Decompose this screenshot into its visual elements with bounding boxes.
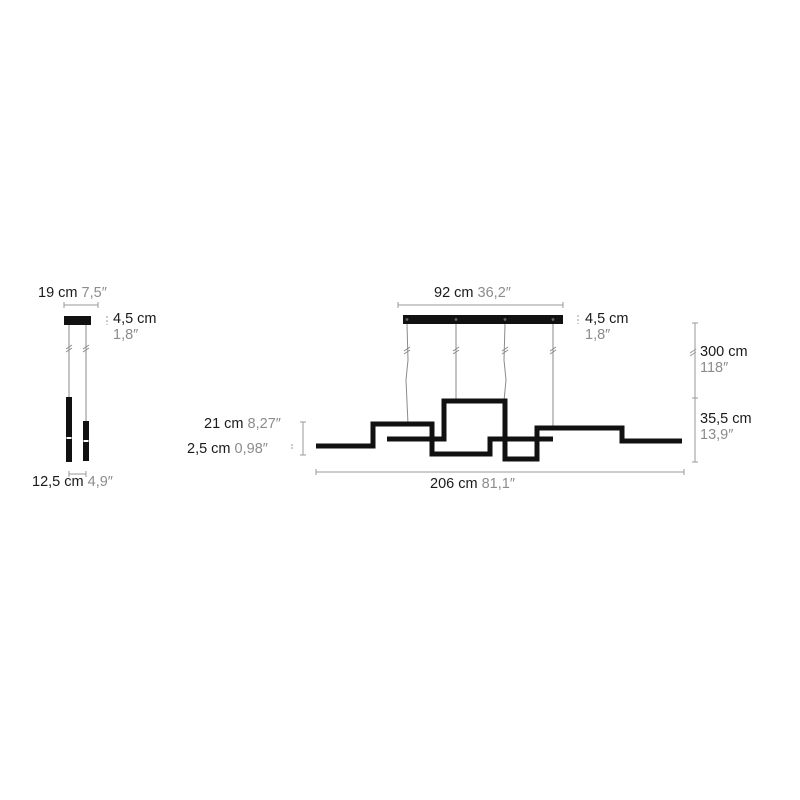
fixture-profiles xyxy=(316,398,682,462)
side-spacing-in: 4,9″ xyxy=(87,474,113,490)
canopy-screw-4 xyxy=(551,318,555,321)
side-spacing-cm: 12,5 cm xyxy=(32,474,84,490)
profile-thickness-cm: 2,5 cm xyxy=(187,441,231,457)
front-cable-break-4 xyxy=(549,346,557,355)
side-profile-long xyxy=(66,397,72,462)
front-canopy-height-in: 1,8″ xyxy=(585,327,611,343)
step-height-label: 21 cm 8,27″ xyxy=(204,416,281,432)
front-cable-1 xyxy=(405,323,409,425)
side-view xyxy=(63,302,108,477)
fixture-height-label: 35,5 cm 13,9″ xyxy=(700,411,752,443)
cable-length-label: 300 cm 118″ xyxy=(700,344,748,376)
cable-length-in: 118″ xyxy=(700,360,729,376)
side-cable-break-right xyxy=(82,344,90,353)
side-width-in: 7,5″ xyxy=(81,285,107,301)
total-width-in: 81,1″ xyxy=(481,476,515,492)
profile-b xyxy=(387,398,682,462)
front-canopy xyxy=(403,315,563,324)
front-view xyxy=(291,302,698,475)
side-canopy-height-in: 1,8″ xyxy=(113,327,139,343)
side-canopy-height-label: 4,5 cm 1,8″ xyxy=(113,311,157,343)
fixture-height-cm: 35,5 cm xyxy=(700,411,752,427)
front-canopy-width-cm: 92 cm xyxy=(434,285,474,301)
step-height-cm: 21 cm xyxy=(204,416,244,432)
canopy-screw-2 xyxy=(454,318,458,321)
side-profile-long-joint xyxy=(66,437,72,439)
side-spacing-label: 12,5 cm 4,9″ xyxy=(32,474,113,490)
canopy-screw-3 xyxy=(503,318,507,321)
cable-length-break xyxy=(689,348,697,357)
front-canopy-height-cm: 4,5 cm xyxy=(585,311,629,327)
total-width-cm: 206 cm xyxy=(430,476,478,492)
front-cable-3 xyxy=(503,323,507,402)
front-canopy-width-label: 92 cm 36,2″ xyxy=(434,285,511,301)
profile-thickness-label: 2,5 cm 0,98″ xyxy=(187,441,268,457)
side-canopy-height-cm: 4,5 cm xyxy=(113,311,157,327)
step-height-in: 8,27″ xyxy=(247,416,281,432)
side-width-label: 19 cm 7,5″ xyxy=(38,285,107,301)
total-width-label: 206 cm 81,1″ xyxy=(430,476,515,492)
front-cable-break-3 xyxy=(501,346,509,355)
side-width-cm: 19 cm xyxy=(38,285,78,301)
side-cable-break-left xyxy=(65,344,73,353)
fixture-height-in: 13,9″ xyxy=(700,427,734,443)
side-canopy xyxy=(64,316,91,325)
front-canopy-width-in: 36,2″ xyxy=(477,285,511,301)
canopy-screw-1 xyxy=(405,318,409,321)
front-cable-break-2 xyxy=(452,346,460,355)
profile-thickness-in: 0,98″ xyxy=(234,441,268,457)
front-cable-break-1 xyxy=(403,346,411,355)
side-profile-short-joint xyxy=(83,440,89,442)
cable-length-cm: 300 cm xyxy=(700,344,748,360)
front-canopy-height-label: 4,5 cm 1,8″ xyxy=(585,311,629,343)
